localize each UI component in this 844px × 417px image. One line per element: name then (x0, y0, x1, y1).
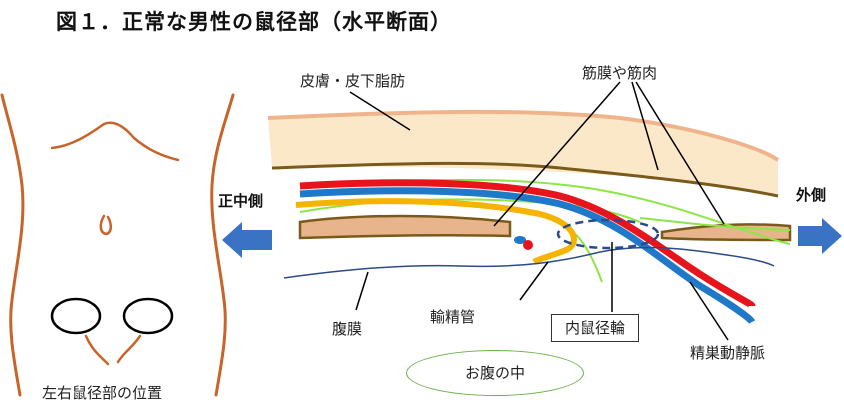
label-muscle: 筋膜や筋肉 (582, 64, 658, 82)
page-title: 図１．正常な男性の鼠径部（水平断面） (56, 10, 452, 34)
label-skin: 皮膚・皮下脂肪 (300, 72, 406, 90)
testicular-artery (299, 179, 756, 310)
skin-layer (268, 111, 778, 196)
groin-marker-right (122, 297, 174, 335)
label-body-caption: 左右鼠径部の位置 (42, 384, 163, 402)
muscle-layer-medial (298, 214, 512, 240)
label-abdomen: お腹の中 (406, 350, 584, 396)
navel-icon (99, 214, 112, 236)
skin-edge (267, 109, 780, 162)
peritoneum-line (283, 246, 775, 279)
label-lateral: 外側 (796, 186, 827, 204)
label-peritoneum: 腹膜 (332, 320, 363, 338)
vas-deferens-tube (295, 198, 577, 265)
muscle-fascia-upper (271, 161, 779, 198)
ribcage-line (50, 121, 180, 162)
body-left-side (0, 93, 25, 397)
vessel-dot-blue (514, 236, 526, 244)
label-vas-deferens: 輸精管 (430, 308, 476, 326)
label-deep-ring: 内鼠径輪 (551, 314, 639, 342)
arrow-right-icon (798, 218, 842, 254)
groin-line-right (116, 334, 142, 364)
leader-lines (349, 81, 729, 341)
body-outline (0, 93, 235, 397)
groin-line-left (84, 334, 110, 366)
label-medial: 正中側 (218, 192, 264, 210)
label-vessels: 精巣動静脈 (690, 344, 766, 362)
vessel-dot-red (523, 240, 533, 250)
groin-marker-left (50, 297, 102, 335)
arrow-left-icon (222, 222, 272, 258)
body-right-side (210, 93, 235, 397)
testicular-vein (299, 187, 756, 325)
deep-inguinal-ring (556, 218, 660, 250)
